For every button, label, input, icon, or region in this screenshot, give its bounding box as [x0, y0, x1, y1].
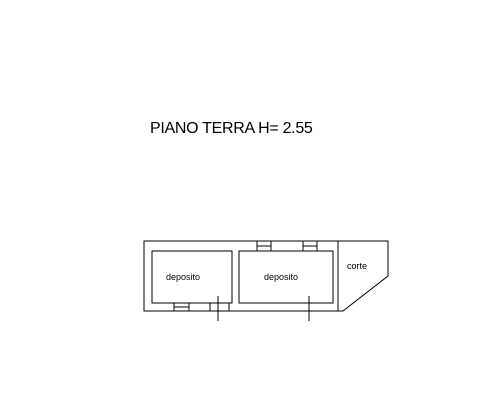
- window-bottom-left: [173, 302, 190, 312]
- room-label-corte: corte: [347, 261, 367, 271]
- room-label-deposito-right: deposito: [264, 272, 298, 282]
- room-label-deposito-left: deposito: [166, 272, 200, 282]
- room-deposito-right: [238, 250, 334, 304]
- outer-wall: [143, 240, 389, 312]
- floor-plan-title: PIANO TERRA H= 2.55: [150, 120, 313, 137]
- room-deposito-left: [151, 250, 233, 304]
- door-bottom-left: [209, 296, 230, 321]
- window-top-left: [256, 240, 272, 252]
- window-top-right: [302, 240, 318, 252]
